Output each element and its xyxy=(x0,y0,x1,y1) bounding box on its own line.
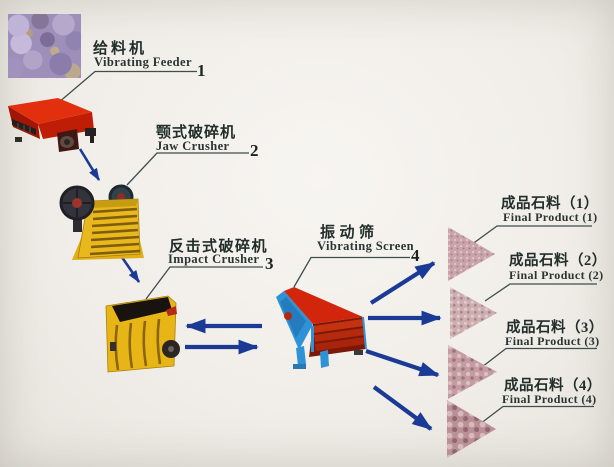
flow-arrow-screen-to-product-1 xyxy=(369,261,436,305)
leader-line-product-2 xyxy=(484,283,597,302)
stage-label-zh-vibrating-feeder: 给料机 xyxy=(93,41,148,57)
product-label-en-2: Final Product (2) xyxy=(509,268,604,282)
flow-arrow-screen-to-product-4 xyxy=(372,385,433,431)
leader-line-stage-1 xyxy=(57,70,197,104)
stage-label-en-vibrating-feeder: Vibrating Feeder xyxy=(94,55,192,69)
stage-label-zh-jaw-crusher: 颚式破碎机 xyxy=(156,125,237,141)
product-label-en-1: Final Product (1) xyxy=(503,210,598,224)
stage-number-2: 2 xyxy=(250,141,259,160)
product-label-zh-1: 成品石料（1） xyxy=(501,196,599,212)
stage-number-1: 1 xyxy=(197,61,206,80)
stage-label-en-vibrating-screen: Vibrating Screen xyxy=(317,239,415,253)
final-product-pile-2 xyxy=(450,287,497,339)
product-label-en-3: Final Product (3) xyxy=(505,334,600,348)
product-label-zh-2: 成品石料（2） xyxy=(509,253,607,269)
final-product-pile-1 xyxy=(448,227,495,281)
leader-line-stage-2 xyxy=(126,152,249,186)
vibrating-screen-machine xyxy=(276,287,367,369)
jaw-crusher-machine xyxy=(59,184,144,260)
stage-label-zh-vibrating-screen: 振动筛 xyxy=(320,225,379,241)
product-label-en-4: Final Product (4) xyxy=(502,392,597,406)
stage-number-4: 4 xyxy=(411,246,420,265)
stage-label-zh-impact-crusher: 反击式破碎机 xyxy=(169,239,269,255)
leader-line-product-4 xyxy=(475,405,594,428)
stage-label-en-impact-crusher: Impact Crusher xyxy=(168,252,260,266)
flow-arrow-screen-to-product-3 xyxy=(365,349,440,377)
leader-line-stage-3 xyxy=(145,266,263,300)
final-product-pile-4 xyxy=(447,400,496,458)
final-product-pile-3 xyxy=(448,345,497,399)
stage-label-en-jaw-crusher: Jaw Crusher xyxy=(156,139,230,153)
stage-number-3: 3 xyxy=(265,254,274,273)
flow-arrow-feeder-to-jaw xyxy=(78,148,101,181)
leader-line-product-3 xyxy=(481,347,597,368)
impact-crusher-machine xyxy=(105,295,180,373)
vibrating-feeder-machine xyxy=(8,98,96,152)
raw-stone-photo xyxy=(8,14,81,78)
product-label-zh-4: 成品石料（4） xyxy=(504,378,602,394)
leader-line-stage-4 xyxy=(293,256,410,288)
leader-line-product-1 xyxy=(470,225,592,246)
product-label-zh-3: 成品石料（3） xyxy=(506,320,604,336)
